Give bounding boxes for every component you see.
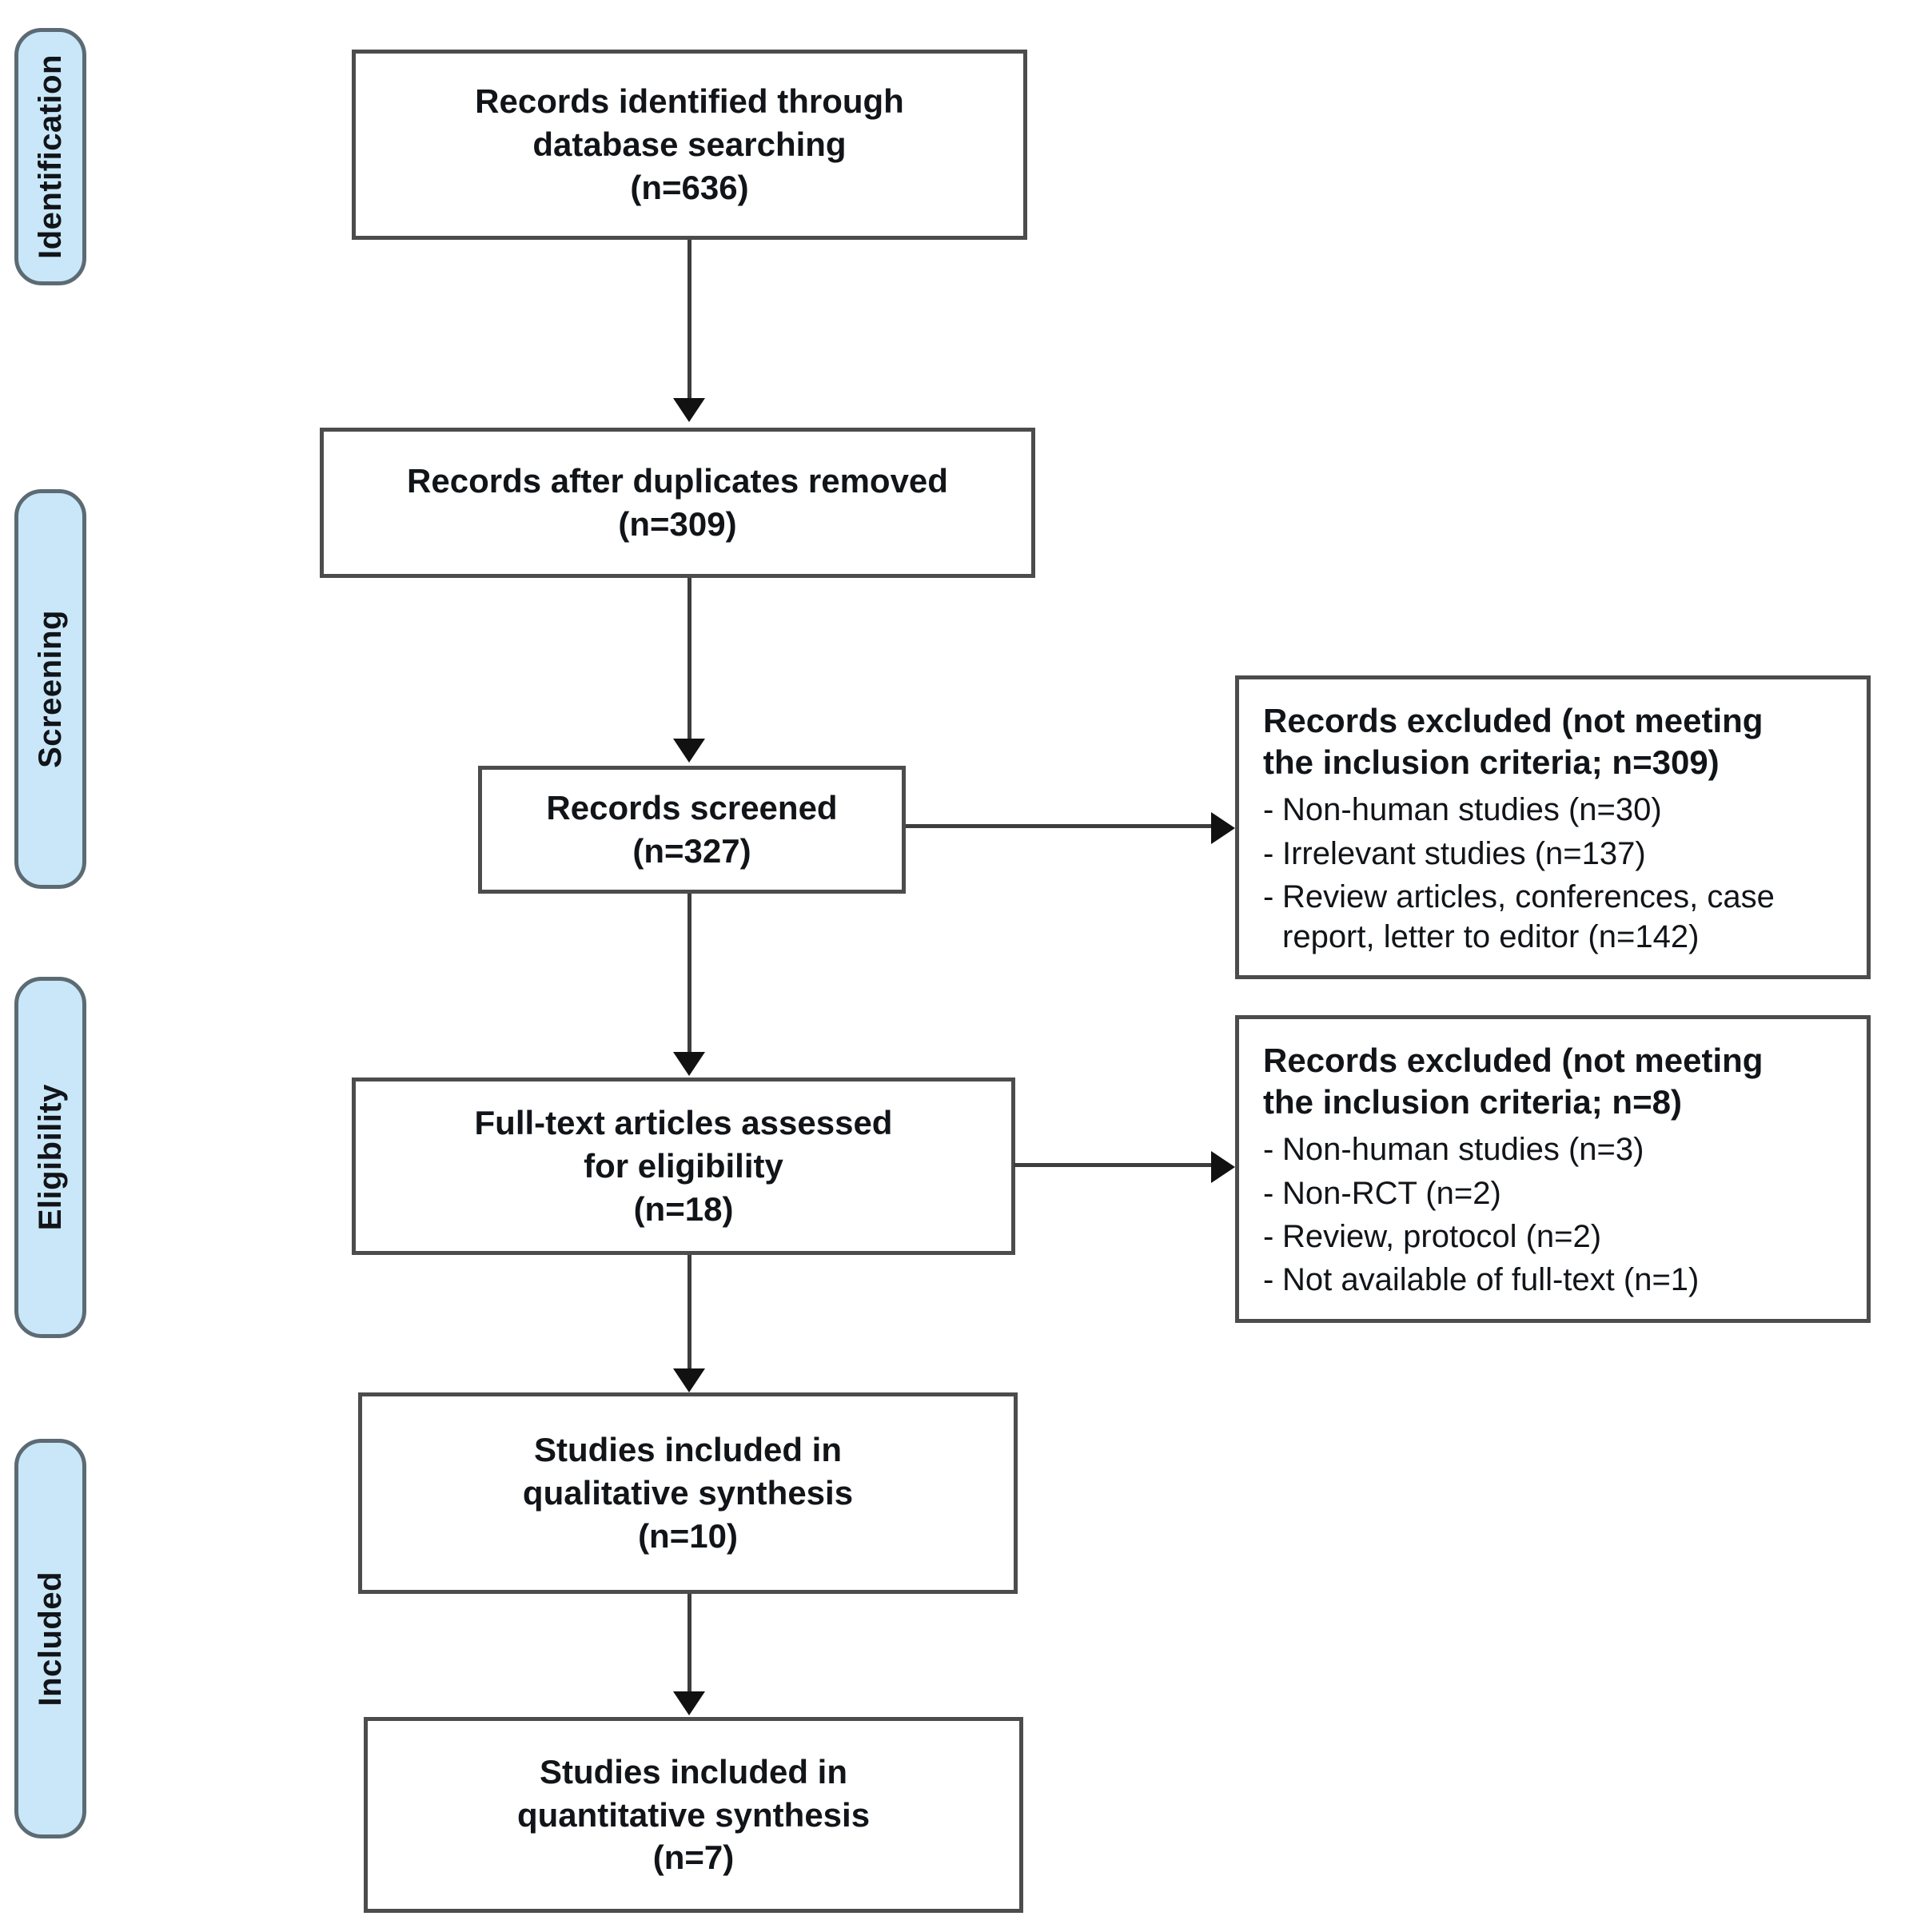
arrow-head-down-icon <box>673 1368 705 1392</box>
bullet-dash-icon: - <box>1263 878 1274 914</box>
exclusion-list-item: - Review, protocol (n=2) <box>1263 1217 1846 1257</box>
arrow-head-down-icon <box>673 1691 705 1715</box>
flow-box-records-screened: Records screened (n=327) <box>478 766 906 894</box>
bullet-dash-icon: - <box>1263 1262 1274 1298</box>
exclusion-box-eligibility: Records excluded (not meeting the inclus… <box>1235 1015 1871 1323</box>
stage-tab-eligibility: Eligibility <box>14 977 86 1338</box>
exclusion-box-screening: Records excluded (not meeting the inclus… <box>1235 675 1871 979</box>
stage-tab-included: Included <box>14 1439 86 1838</box>
flow-box-records-identified: Records identified through database sear… <box>352 50 1027 240</box>
bullet-dash-icon: - <box>1263 792 1274 828</box>
stage-tab-screening: Screening <box>14 489 86 889</box>
exclusion-list-item-text: Non-human studies (n=3) <box>1282 1132 1644 1168</box>
arrow-head-down-icon <box>673 398 705 422</box>
flow-box-qualitative-synthesis-text: Studies included in qualitative synthesi… <box>522 1431 854 1555</box>
stage-tab-screening-label: Screening <box>32 610 68 768</box>
bullet-dash-icon: - <box>1263 1175 1274 1211</box>
connector-qualitative-to-quantitative <box>687 1594 691 1693</box>
connector-duplicates-to-screened <box>687 578 691 740</box>
connector-fulltext-to-qualitative <box>687 1255 691 1370</box>
exclusion-list-item: - Not available of full-text (n=1) <box>1263 1260 1846 1300</box>
exclusion-list-item-text: Non-RCT (n=2) <box>1282 1175 1501 1211</box>
connector-screened-to-fulltext <box>687 894 691 1054</box>
exclusion-box-screening-title: Records excluded (not meeting the inclus… <box>1263 702 1764 782</box>
exclusion-box-eligibility-list: - Non-human studies (n=3) - Non-RCT (n=2… <box>1263 1126 1846 1301</box>
exclusion-list-item-text: Non-human studies (n=30) <box>1282 792 1662 828</box>
exclusion-list-item-text: Not available of full-text (n=1) <box>1282 1262 1700 1298</box>
exclusion-list-item-text: Review, protocol (n=2) <box>1282 1218 1602 1254</box>
connector-screened-to-exclusions <box>906 824 1214 828</box>
stage-tab-eligibility-label: Eligibility <box>32 1084 68 1231</box>
flow-box-records-screened-text: Records screened (n=327) <box>546 789 838 870</box>
flow-box-records-after-duplicates-text: Records after duplicates removed (n=309) <box>407 462 948 543</box>
flow-box-full-text-assessed: Full-text articles assessed for eligibil… <box>352 1078 1015 1255</box>
exclusion-list-item: - Non-RCT (n=2) <box>1263 1173 1846 1213</box>
arrow-head-right-icon <box>1211 812 1235 844</box>
exclusion-list-item-text: Review articles, conferences, case repor… <box>1282 878 1775 955</box>
stage-tab-included-label: Included <box>32 1571 68 1707</box>
flow-box-qualitative-synthesis: Studies included in qualitative synthesi… <box>358 1392 1018 1594</box>
bullet-dash-icon: - <box>1263 1132 1274 1168</box>
arrow-head-right-icon <box>1211 1151 1235 1183</box>
exclusion-list-item: - Review articles, conferences, case rep… <box>1263 877 1846 958</box>
bullet-dash-icon: - <box>1263 835 1274 871</box>
flow-box-quantitative-synthesis: Studies included in quantitative synthes… <box>364 1717 1023 1913</box>
exclusion-list-item: - Non-human studies (n=30) <box>1263 790 1846 830</box>
bullet-dash-icon: - <box>1263 1218 1274 1254</box>
exclusion-list-item-text: Irrelevant studies (n=137) <box>1282 835 1646 871</box>
exclusion-box-screening-list: - Non-human studies (n=30) - Irrelevant … <box>1263 787 1846 958</box>
flow-box-quantitative-synthesis-text: Studies included in quantitative synthes… <box>516 1752 871 1877</box>
flow-box-records-identified-text: Records identified through database sear… <box>475 82 904 206</box>
exclusion-box-eligibility-title: Records excluded (not meeting the inclus… <box>1263 1042 1764 1121</box>
connector-identified-to-duplicates <box>687 240 691 400</box>
arrow-head-down-icon <box>673 1052 705 1076</box>
arrow-head-down-icon <box>673 739 705 763</box>
stage-tab-identification: Identification <box>14 28 86 285</box>
flow-box-full-text-assessed-text: Full-text articles assessed for eligibil… <box>474 1104 893 1228</box>
flow-box-records-after-duplicates: Records after duplicates removed (n=309) <box>320 428 1035 578</box>
connector-fulltext-to-exclusions <box>1014 1163 1214 1167</box>
exclusion-list-item: - Non-human studies (n=3) <box>1263 1129 1846 1169</box>
stage-tab-identification-label: Identification <box>32 54 68 259</box>
exclusion-list-item: - Irrelevant studies (n=137) <box>1263 834 1846 874</box>
